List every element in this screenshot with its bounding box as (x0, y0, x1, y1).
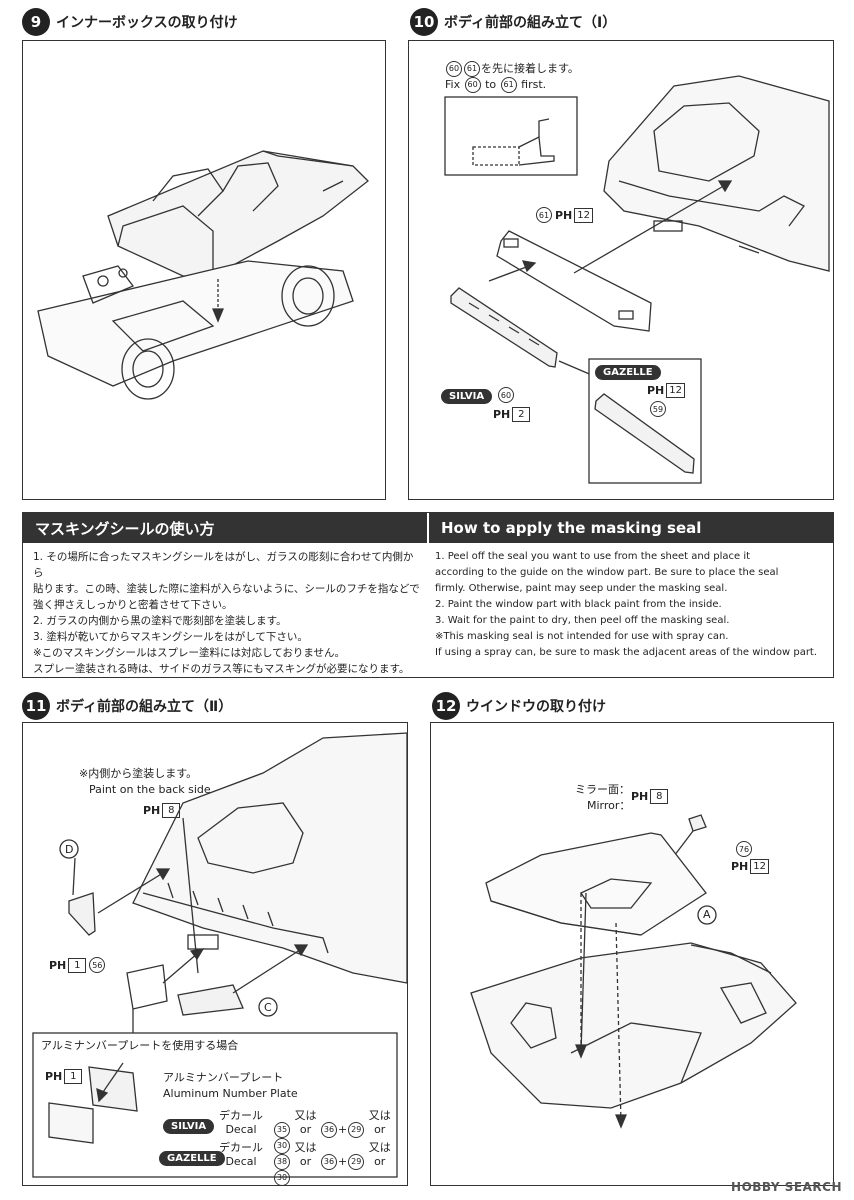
body-shell (470, 942, 797, 1109)
step12-number: 12 (432, 692, 460, 720)
part-56 (126, 964, 168, 1010)
silvia-decal-badge: SILVIA (163, 1119, 215, 1134)
step10-inset (444, 96, 578, 176)
step11-note-jp: ※内側から塗装します。 (79, 767, 198, 780)
masking-seal-panel: マスキングシールの使い方 How to apply the masking se… (22, 512, 834, 678)
mirror-label-jp: ミラー面： (575, 783, 630, 796)
step10-title: ボディ前部の組み立て（Ⅰ） (444, 15, 617, 31)
gazelle-badge: GAZELLE (595, 365, 661, 380)
silvia-badge: SILVIA (441, 389, 493, 404)
plate-label-jp: アルミナンバープレート (163, 1071, 284, 1084)
rear-wheel (281, 265, 335, 327)
step9-frame (22, 40, 386, 500)
step10-number: 10 (410, 8, 438, 36)
step11-title: ボディ前部の組み立て（Ⅱ） (56, 699, 233, 715)
part-60 (450, 287, 558, 368)
step9-illustration (37, 150, 369, 400)
silvia-part-label: 60 (497, 387, 515, 403)
gazelle-decal-badge: GAZELLE (159, 1151, 225, 1166)
subbox-title: アルミナンバープレートを使用する場合 (41, 1039, 239, 1052)
masking-body-en: 1. Peel off the seal you want to use fro… (435, 551, 818, 658)
mirror-label-en: Mirror： (587, 799, 631, 812)
masking-title-en: How to apply the masking seal (429, 513, 833, 543)
step9-title: インナーボックスの取り付け (56, 15, 238, 31)
front-wheel (121, 338, 175, 400)
step11-d-label: D (65, 843, 74, 856)
part-59 (594, 393, 695, 474)
step11-number: 11 (22, 692, 50, 720)
step12-header: 12 ウインドウの取り付け (432, 692, 606, 720)
window-part-a (485, 832, 707, 936)
hobbysearch-watermark: HOBBY SEARCH (731, 1180, 842, 1194)
part76-label: 76 (735, 841, 753, 857)
part-61 (496, 230, 652, 332)
window-a-label: A (703, 908, 711, 921)
step12-illustration (470, 814, 797, 1129)
chassis (37, 260, 354, 387)
inner-box (107, 150, 369, 277)
plate-label-en: Aluminum Number Plate (163, 1087, 298, 1100)
step9-number: 9 (22, 8, 50, 36)
part-76 (688, 814, 707, 832)
step11-note-en: Paint on the back side. (89, 783, 215, 796)
step11-header: 11 ボディ前部の組み立て（Ⅱ） (22, 692, 232, 720)
gazelle-part-label: 59 (649, 401, 667, 417)
masking-title-jp: マスキングシールの使い方 (23, 513, 427, 543)
step10-illustration (444, 75, 830, 484)
part-c (177, 984, 244, 1016)
step10-note-en: Fix 60 to 61 first. (445, 77, 547, 93)
step12-title: ウインドウの取り付け (466, 699, 606, 715)
car-front-body (132, 732, 407, 984)
step11-c-label: C (264, 1001, 272, 1014)
step11-illustration (32, 732, 407, 1178)
part-d (68, 892, 96, 936)
masking-body-jp: 1. その場所に合ったマスキングシールをはがし、ガラスの彫刻に合わせて内側から … (33, 551, 420, 675)
step10-header: 10 ボディ前部の組み立て（Ⅰ） (410, 8, 616, 36)
car-front-body (603, 75, 830, 272)
step9-header: 9 インナーボックスの取り付け (22, 8, 238, 36)
